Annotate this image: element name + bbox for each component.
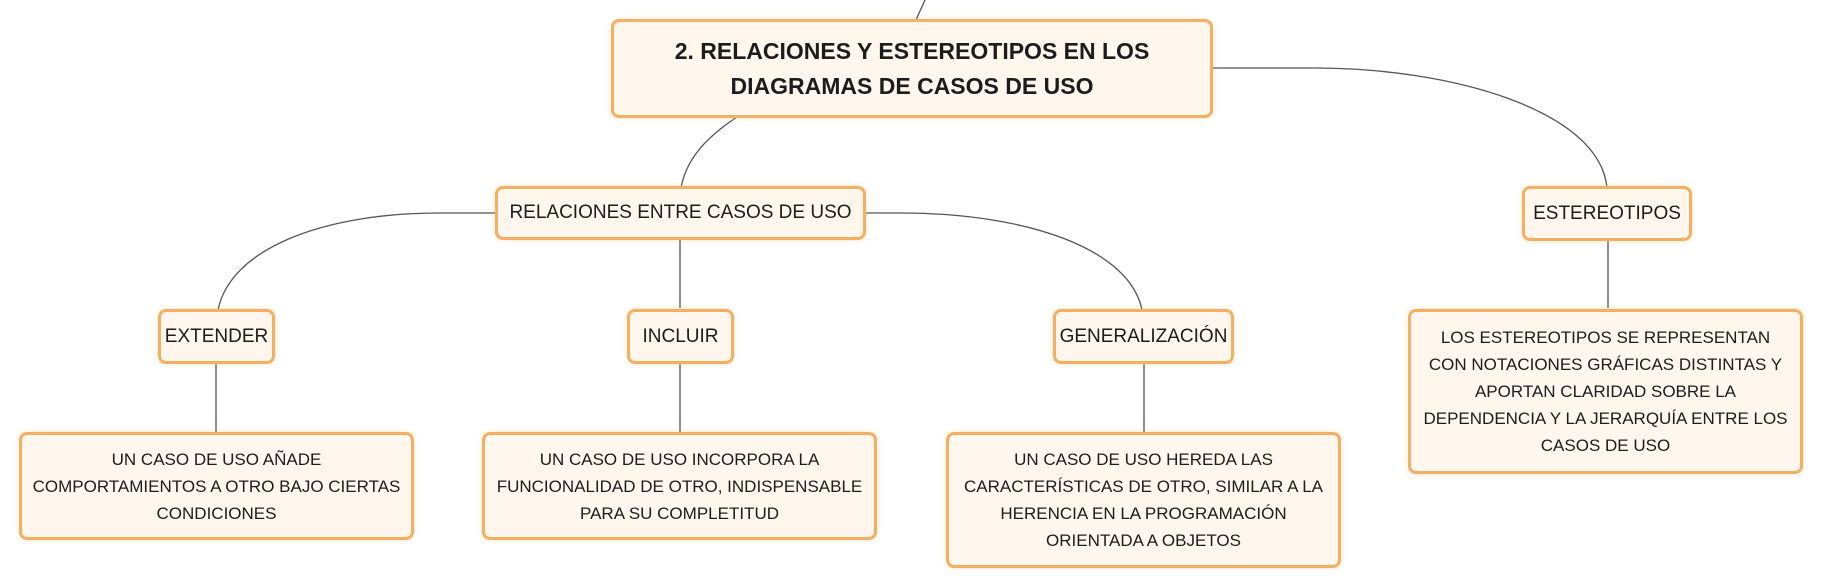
extender-description: UN CASO DE USO AÑADE COMPORTAMIENTOS A O… <box>32 449 401 523</box>
generalizacion-description: UN CASO DE USO HEREDA LAS CARACTERÍSTICA… <box>964 450 1323 550</box>
connector-root-incoming <box>915 0 926 21</box>
incluir-description-node: UN CASO DE USO INCORPORA LA FUNCIONALIDA… <box>482 432 877 540</box>
estereotipos-description-node: LOS ESTEREOTIPOS SE REPRESENTAN CON NOTA… <box>1408 309 1803 474</box>
incluir-node-label: INCLUIR <box>642 325 719 347</box>
root-node: 2. RELACIONES Y ESTEREOTIPOS EN LOS DIAG… <box>611 19 1213 118</box>
connector-relaciones-to-generalizacion <box>865 212 1143 311</box>
estereotipos-description: LOS ESTEREOTIPOS SE REPRESENTAN CON NOTA… <box>1423 328 1788 455</box>
root-node-label: 2. RELACIONES Y ESTEREOTIPOS EN LOS DIAG… <box>674 37 1150 99</box>
extender-node-label: EXTENDER <box>164 325 269 347</box>
extender-description-node: UN CASO DE USO AÑADE COMPORTAMIENTOS A O… <box>19 432 414 540</box>
relaciones-node: RELACIONES ENTRE CASOS DE USO <box>495 186 866 240</box>
connector-relaciones-to-extender <box>217 212 496 311</box>
incluir-description: UN CASO DE USO INCORPORA LA FUNCIONALIDA… <box>496 449 863 523</box>
extender-node: EXTENDER <box>158 309 275 364</box>
incluir-node: INCLUIR <box>627 309 734 364</box>
estereotipos-node-label: ESTEREOTIPOS <box>1533 202 1681 224</box>
connector-root-to-relaciones <box>680 116 738 189</box>
generalizacion-description-node: UN CASO DE USO HEREDA LAS CARACTERÍSTICA… <box>946 432 1341 568</box>
generalizacion-node: GENERALIZACIÓN <box>1053 309 1234 364</box>
estereotipos-node: ESTEREOTIPOS <box>1522 186 1692 241</box>
relaciones-node-label: RELACIONES ENTRE CASOS DE USO <box>509 202 852 223</box>
generalizacion-node-label: GENERALIZACIÓN <box>1059 325 1228 347</box>
connector-root-to-estereotipos <box>1212 67 1608 189</box>
